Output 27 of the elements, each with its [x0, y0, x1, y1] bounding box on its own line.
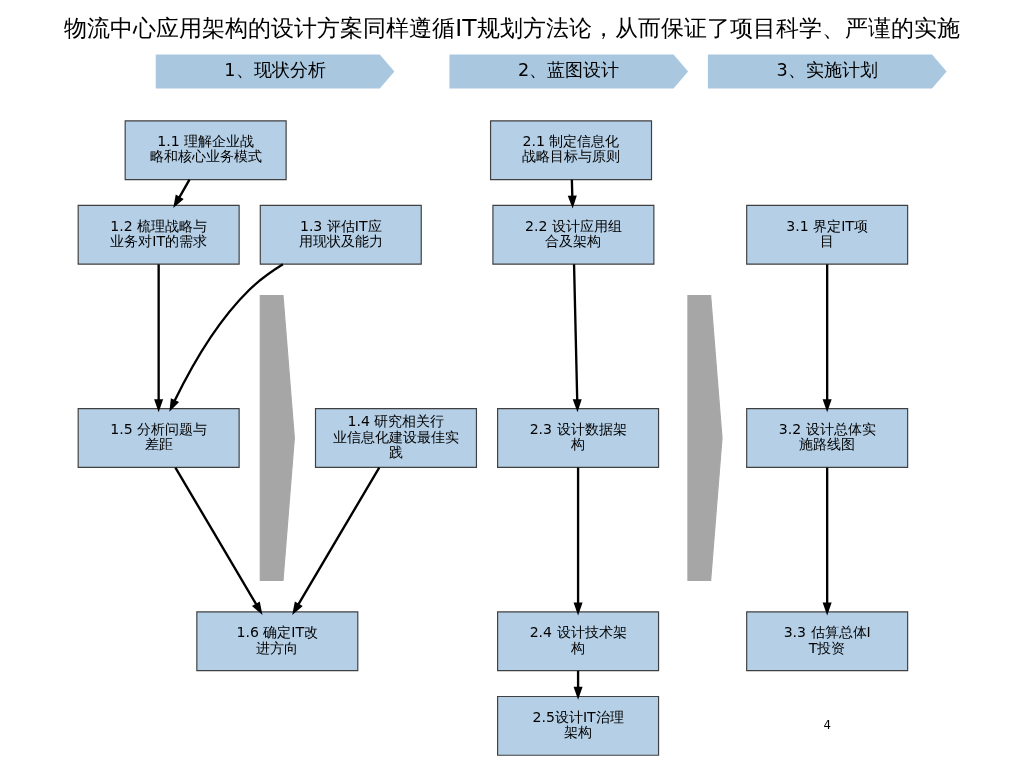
- arrow: [822, 264, 832, 413]
- node-box: 2.2 设计应用组合及架构: [492, 204, 655, 265]
- node-box: 1.1 理解企业战略和核心业务模式: [124, 120, 287, 181]
- arrow: [154, 264, 164, 413]
- node-box: 2.4 设计技术架构: [497, 611, 660, 672]
- node-box: 1.3 评估IT应用现状及能力: [259, 204, 422, 265]
- arrow: [174, 467, 263, 615]
- node-box: 1.2 梳理战略与业务对IT的需求: [77, 204, 240, 265]
- node-box: 2.5设计IT治理架构: [497, 695, 660, 756]
- node-box: 3.3 估算总体IT投资: [746, 611, 909, 672]
- node-chevron: [259, 295, 295, 581]
- arrow: [822, 467, 832, 616]
- diagram-title: 物流中心应用架构的设计方案同样遵循IT规划方法论，从而保证了项目科学、严谨的实施: [64, 14, 960, 43]
- node-box: 2.1 制定信息化战略目标与原则: [489, 120, 653, 181]
- node-box: 1.4 研究相关行业信息化建设最佳实践: [314, 408, 478, 468]
- node-box: 1.5 分析问题与差距: [77, 408, 240, 468]
- node-box: 3.2 设计总体实施路线图: [746, 408, 909, 468]
- node-box: 2.3 设计数据架构: [497, 408, 660, 468]
- arrow: [169, 263, 284, 412]
- node-box: 1.6 确定IT改进方向: [196, 611, 359, 672]
- arrow: [572, 264, 582, 413]
- node-chevron: [687, 295, 723, 581]
- arrow: [292, 467, 381, 615]
- arrow: [573, 467, 583, 616]
- arrow: [173, 179, 191, 209]
- label: 4: [823, 717, 831, 732]
- node-box: 3.1 界定IT项目: [746, 204, 909, 265]
